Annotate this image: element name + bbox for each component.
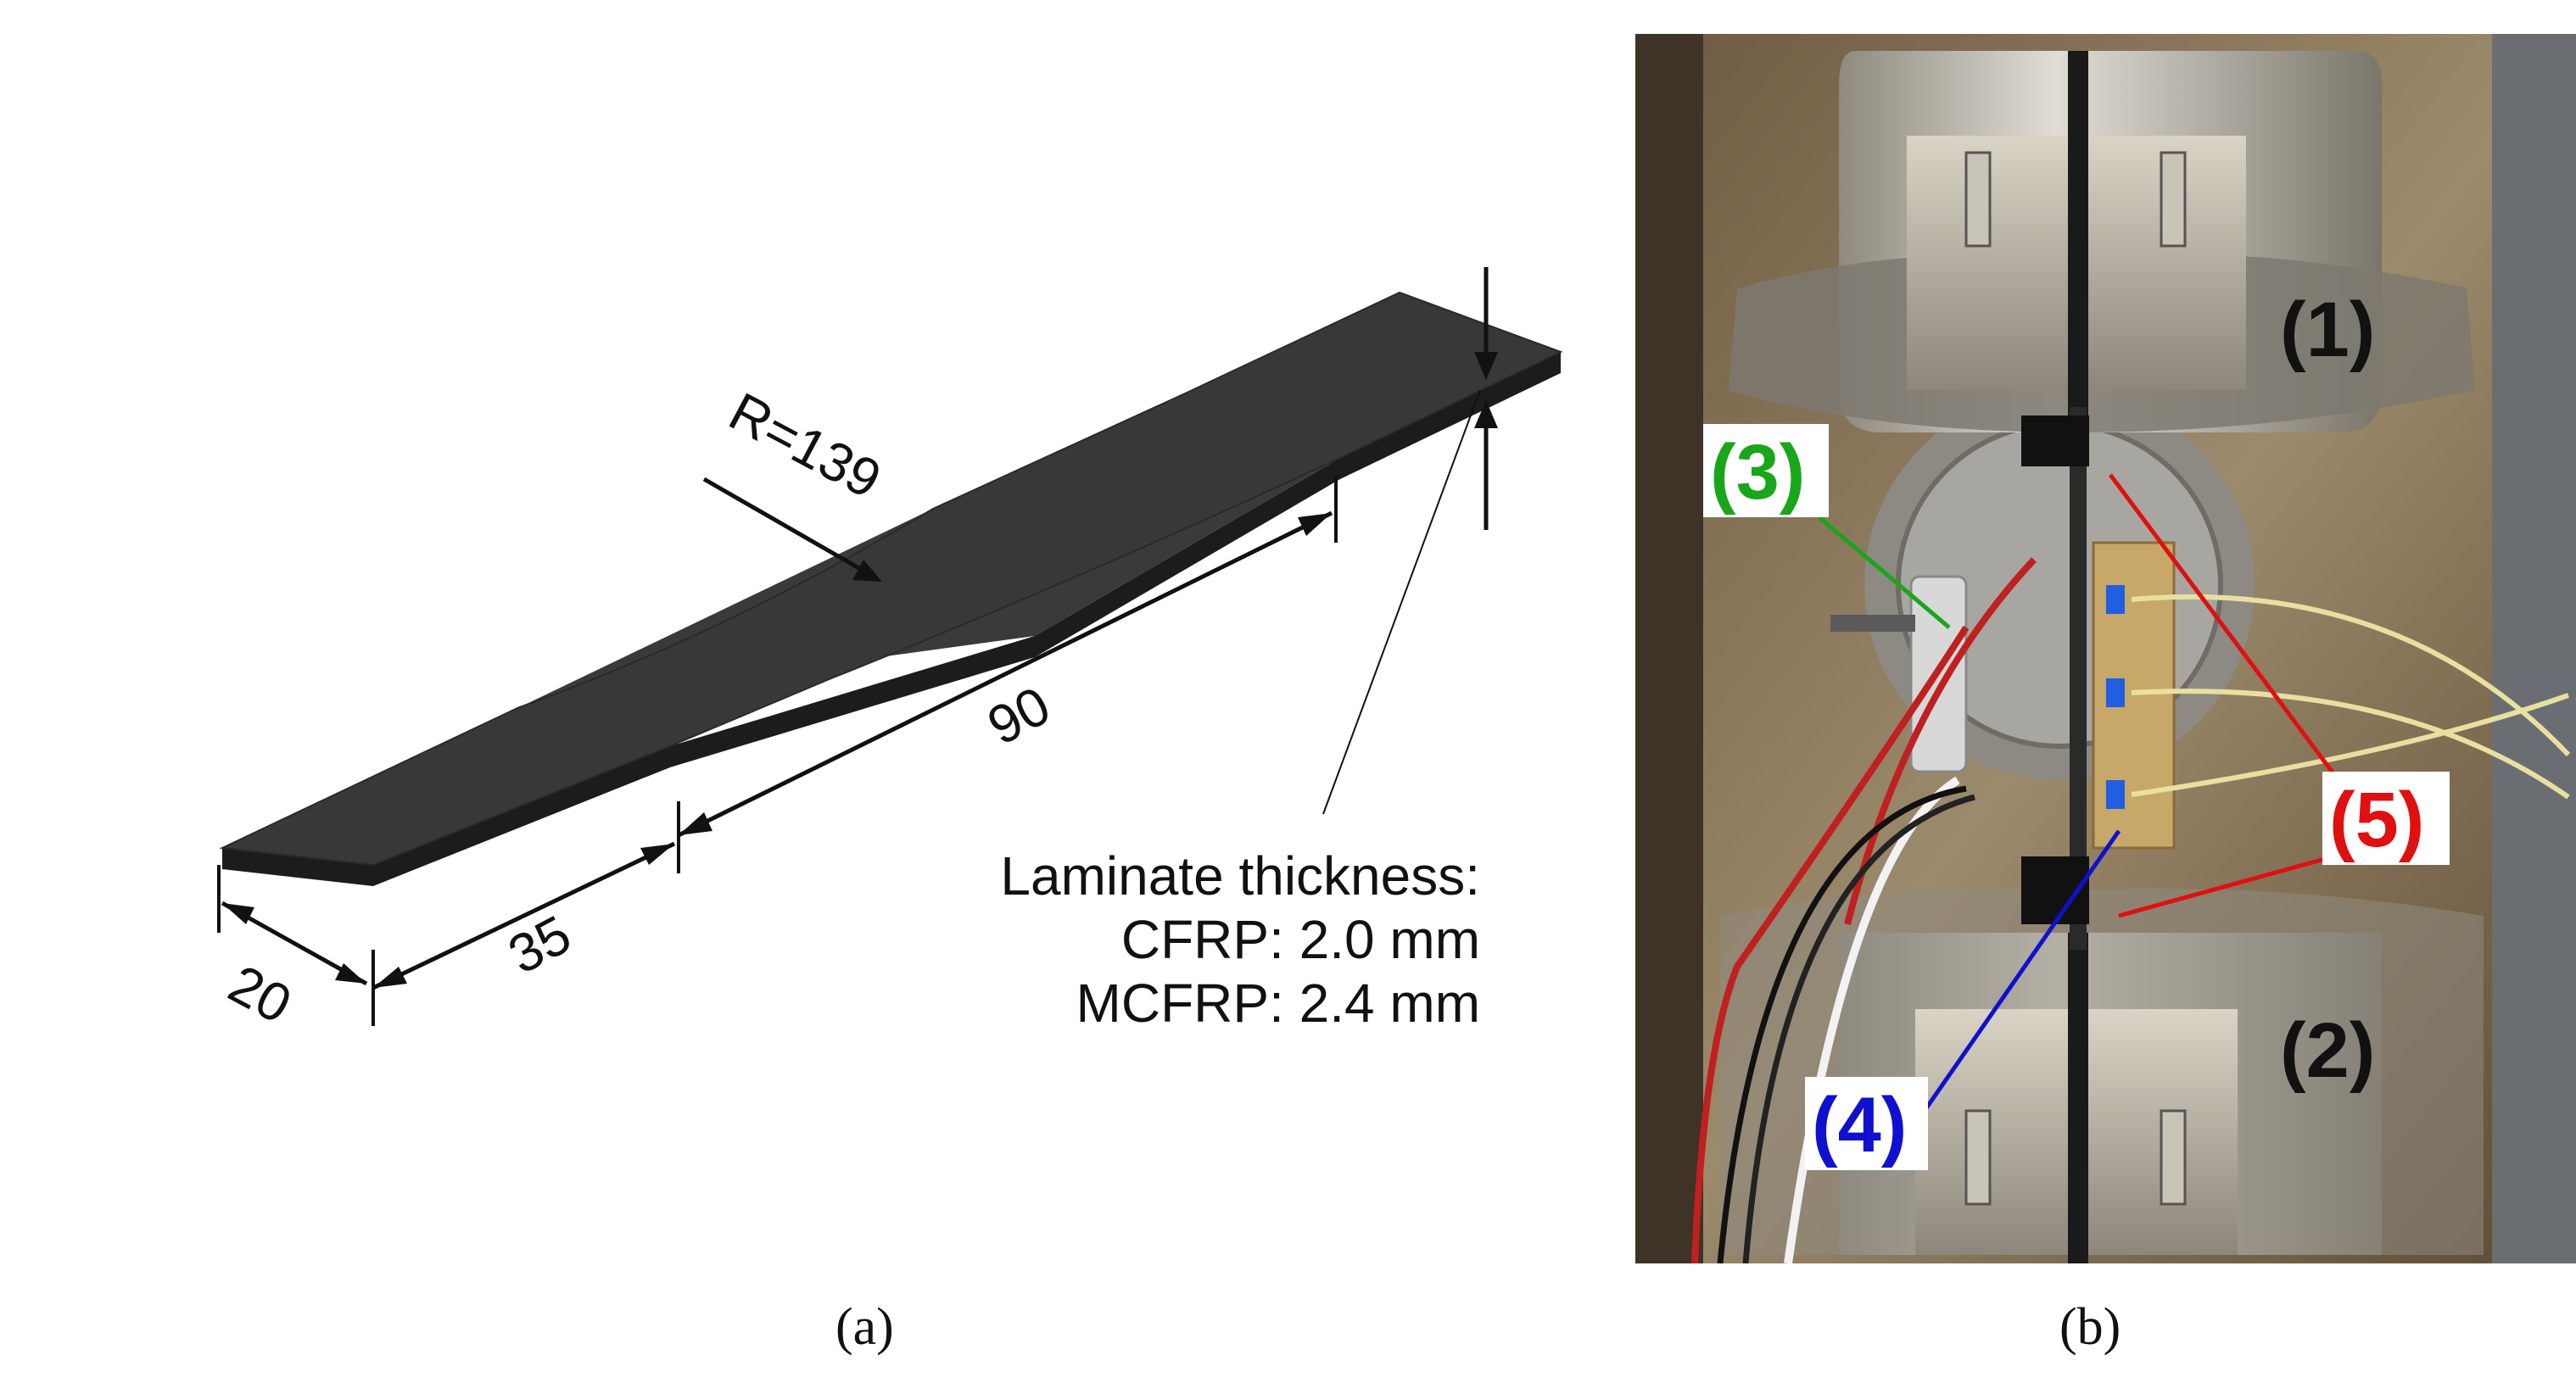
lower-right-spring xyxy=(2160,1109,2187,1206)
radius-arrowhead xyxy=(852,560,882,582)
tab-arrowhead-right xyxy=(640,844,674,865)
gauge-length-label: 90 xyxy=(978,674,1060,756)
sensor-1 xyxy=(2106,585,2125,614)
specimen-drawing: R=139 90 35 20 Laminate thickness: CFRP:… xyxy=(217,267,1563,1035)
label-3-background xyxy=(1703,424,1829,517)
leader-line-5a xyxy=(2108,473,2350,795)
thickness-cfrp: CFRP: 2.0 mm xyxy=(1121,909,1480,970)
sensor-3 xyxy=(2106,780,2125,809)
radius-arrow xyxy=(702,477,875,579)
thickness-leader-line xyxy=(1322,389,1481,815)
specimen-geometry-panel: R=139 90 35 20 Laminate thickness: CFRP:… xyxy=(217,267,1563,1035)
yellow-wire-3 xyxy=(2131,693,2569,797)
label-lower-grip: (2) xyxy=(2280,1007,2375,1094)
extensometer-arm xyxy=(1830,615,1915,632)
black-cable-1 xyxy=(1717,785,1967,1264)
thickness-arrowhead-bottom xyxy=(1474,400,1498,428)
label-specimen: (4) xyxy=(1812,1082,1907,1168)
lower-grip-slot xyxy=(2068,933,2088,1263)
lower-left-spring xyxy=(1964,1109,1992,1206)
specimen-top-outline xyxy=(219,291,1563,867)
width-arrowhead-left xyxy=(222,903,254,924)
yellow-wire-1 xyxy=(2131,594,2571,757)
thickness-arrowhead-top xyxy=(1474,352,1498,380)
test-setup-photo-panel: (1) (2) (3) (4) (5) xyxy=(1635,34,2576,1264)
label-upper-grip: (1) xyxy=(2280,287,2375,373)
width-arrowhead-right xyxy=(335,963,366,984)
thickness-mcfrp: MCFRP: 2.4 mm xyxy=(1076,973,1480,1034)
chamber-left-wall xyxy=(1635,34,1703,1263)
leader-line-4 xyxy=(1904,829,2121,1138)
upper-right-spring xyxy=(2160,151,2187,248)
label-4-background xyxy=(1805,1077,1928,1170)
leader-line-3 xyxy=(1808,507,1951,629)
width-label: 20 xyxy=(219,953,301,1035)
sensor-board xyxy=(2092,541,2176,850)
caption-b: (b) xyxy=(2059,1298,2121,1356)
tab-length-dimension-line xyxy=(372,841,676,990)
gauge-length-dimension-line xyxy=(677,510,1333,838)
red-cable-2 xyxy=(1844,557,2037,926)
test-setup-illustration: (1) (2) (3) (4) (5) xyxy=(1635,34,2576,1264)
specimen-strip xyxy=(2070,407,2087,950)
upper-clamp-block xyxy=(2021,415,2089,466)
gauge-arrowhead-left xyxy=(679,812,712,835)
tab-arrowhead-left xyxy=(373,967,407,988)
gauge-arrowhead-right xyxy=(1298,513,1332,536)
yellow-wire-2 xyxy=(2131,689,2570,800)
upper-left-spring xyxy=(1964,151,1992,248)
upper-grip-slot xyxy=(2068,51,2088,441)
sensor-2 xyxy=(2106,678,2125,707)
caption-a: (a) xyxy=(835,1298,894,1356)
label-5-background xyxy=(2322,772,2450,865)
label-sensors: (5) xyxy=(2329,777,2424,863)
label-extensometer: (3) xyxy=(1710,429,1805,516)
thickness-heading: Laminate thickness: xyxy=(1000,845,1480,906)
red-cable-1 xyxy=(1691,625,1970,1264)
tab-length-label: 35 xyxy=(499,903,581,985)
black-cable-2 xyxy=(1742,794,1975,1264)
chamber-right-wall xyxy=(2492,34,2576,1263)
radius-label: R=139 xyxy=(719,381,891,510)
